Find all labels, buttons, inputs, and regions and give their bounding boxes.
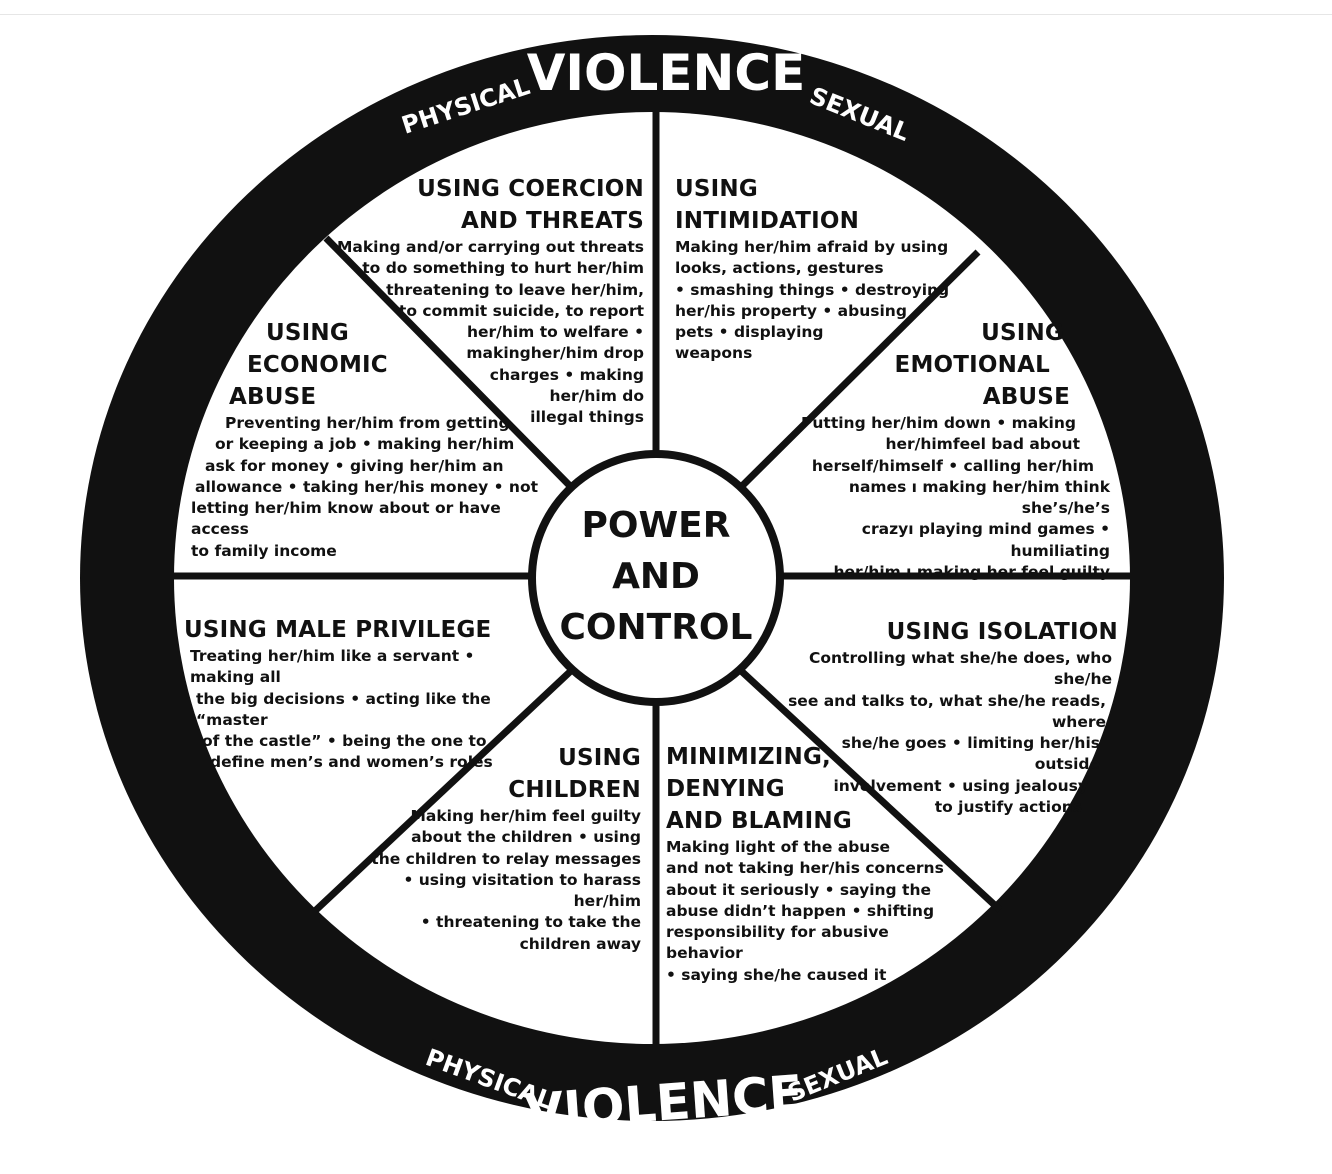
- spoke-lower-right: [735, 665, 1003, 913]
- rim-top-violence: VIOLENCE: [527, 44, 806, 102]
- segment-title: USING ISOLATION: [886, 619, 1118, 645]
- hub: [528, 450, 784, 706]
- center-line-3: CONTROL: [559, 607, 753, 648]
- center-label: POWER AND CONTROL: [540, 500, 772, 653]
- spokes: [174, 112, 1130, 1062]
- center-line-2: AND: [612, 556, 700, 597]
- segment-description: Making her/him afraid by using looks, ac…: [675, 238, 950, 363]
- segment-title: USING COERCION AND THREATS: [417, 176, 644, 234]
- segment-description: Making light of the abuse and not taking…: [666, 838, 944, 984]
- segment-children: USING CHILDREN Making her/him feel guilt…: [341, 742, 641, 955]
- segment-title: USING CHILDREN: [508, 745, 641, 803]
- segment-description: Making and/or carrying out threats to do…: [336, 238, 644, 427]
- segment-economic-abuse: USING ECONOMIC ABUSE Preventing her/him …: [191, 317, 541, 562]
- segment-coercion-and-threats: USING COERCION AND THREATS Making and/or…: [314, 173, 644, 429]
- top-divider: [0, 14, 1332, 15]
- spoke-lower-left: [313, 665, 577, 913]
- segment-title: MINIMIZING, DENYING AND BLAMING: [666, 744, 852, 834]
- segment-title: USING MALE PRIVILEGE: [184, 617, 492, 643]
- segment-description: Preventing her/him from getting or keepi…: [191, 414, 539, 560]
- segment-title: USING EMOTIONAL ABUSE: [894, 320, 1070, 410]
- segment-description: Treating her/him like a servant • making…: [190, 647, 493, 772]
- segment-description: Making her/him feel guilty about the chi…: [371, 807, 641, 953]
- segment-emotional-abuse: USING EMOTIONAL ABUSE Putting her/him do…: [770, 317, 1110, 583]
- segment-title: USING ECONOMIC ABUSE: [229, 320, 388, 410]
- spoke-upper-left: [323, 235, 577, 493]
- segment-title: USING INTIMIDATION: [675, 176, 860, 234]
- segment-isolation: USING ISOLATION Controlling what she/he …: [773, 616, 1118, 818]
- center-line-1: POWER: [581, 505, 731, 546]
- spoke-upper-right: [735, 249, 981, 493]
- segment-description: Putting her/him down • making her/himfee…: [801, 414, 1110, 582]
- segment-description: Controlling what she/he does, who she/he…: [788, 649, 1112, 817]
- segment-minimizing-denying-blaming: MINIMIZING, DENYING AND BLAMING Making l…: [666, 741, 966, 986]
- segment-intimidation: USING INTIMIDATION Making her/him afraid…: [675, 173, 965, 365]
- segment-male-privilege: USING MALE PRIVILEGE Treating her/him li…: [184, 614, 536, 774]
